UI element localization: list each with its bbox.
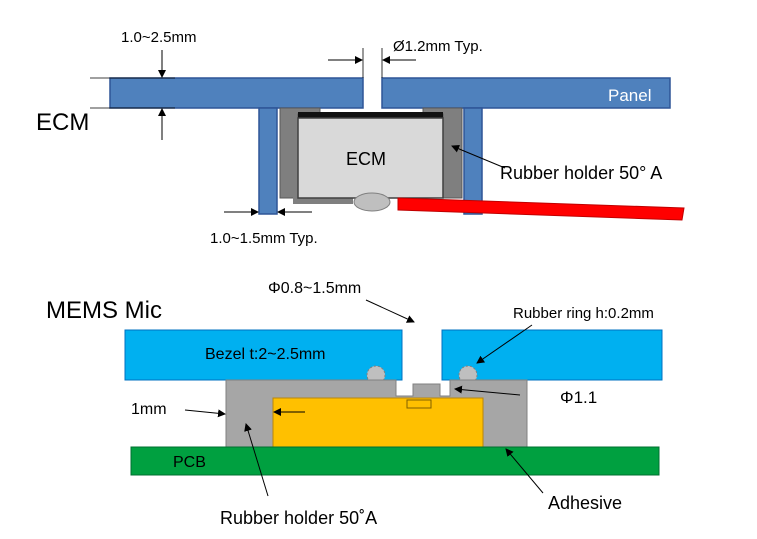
- rubber-ring-label: Rubber ring h:0.2mm: [513, 305, 654, 322]
- bezel-hole-leader: [365, 299, 415, 323]
- hole-diameter-label: Ø1.2mm Typ.: [393, 38, 483, 55]
- side-wall-arrow-right: [184, 409, 226, 418]
- port-diameter-label: Φ1.1: [560, 388, 597, 407]
- panel-wall-right: [463, 107, 483, 215]
- mems-section: MEMS Mic Bezel t:2~2.5mm PCB Φ0.8~1.5mm …: [46, 280, 663, 528]
- port-diameter-leader: [454, 385, 521, 396]
- mems-chip-port: [406, 399, 432, 409]
- ecm-section: Panel ECM ECM 1.0~2.5mm Ø1.2mm Typ. Rubb…: [36, 29, 685, 247]
- ecm-section-label: ECM: [36, 109, 89, 136]
- bezel-hole-label: Φ0.8~1.5mm: [268, 280, 361, 297]
- panel-right: [381, 77, 671, 109]
- wall-gap-label: 1.0~1.5mm Typ.: [210, 230, 318, 247]
- rubber-ring-leader: [476, 324, 533, 364]
- mems-holder-label: Rubber holder 50˚A: [220, 508, 377, 528]
- adhesive-label: Adhesive: [548, 493, 622, 513]
- panel-thickness-label: 1.0~2.5mm: [121, 29, 196, 46]
- ecm-solder-blob: [353, 192, 391, 212]
- ecm-body-label: ECM: [346, 149, 386, 169]
- panel-label: Panel: [608, 86, 651, 105]
- ecm-rubber-top-strip: [298, 112, 443, 118]
- ecm-body: [297, 117, 444, 199]
- mems-chip: [272, 397, 484, 448]
- side-wall-label: 1mm: [131, 401, 167, 418]
- ecm-rubber-base: [293, 194, 353, 204]
- pcb-label: PCB: [173, 454, 206, 471]
- ecm-holder-leader: [451, 144, 506, 169]
- bezel-left: [124, 329, 403, 381]
- panel-wall-left: [258, 107, 278, 215]
- ecm-cable: [397, 197, 685, 221]
- adhesive-leader: [505, 448, 544, 494]
- ecm-holder-label: Rubber holder 50° A: [500, 163, 662, 183]
- pcb: [130, 446, 660, 476]
- mems-holder-leader: [244, 423, 269, 497]
- mems-section-label: MEMS Mic: [46, 297, 162, 324]
- panel-left: [109, 77, 364, 109]
- bezel-right: [441, 329, 663, 381]
- bezel-label: Bezel t:2~2.5mm: [205, 346, 326, 363]
